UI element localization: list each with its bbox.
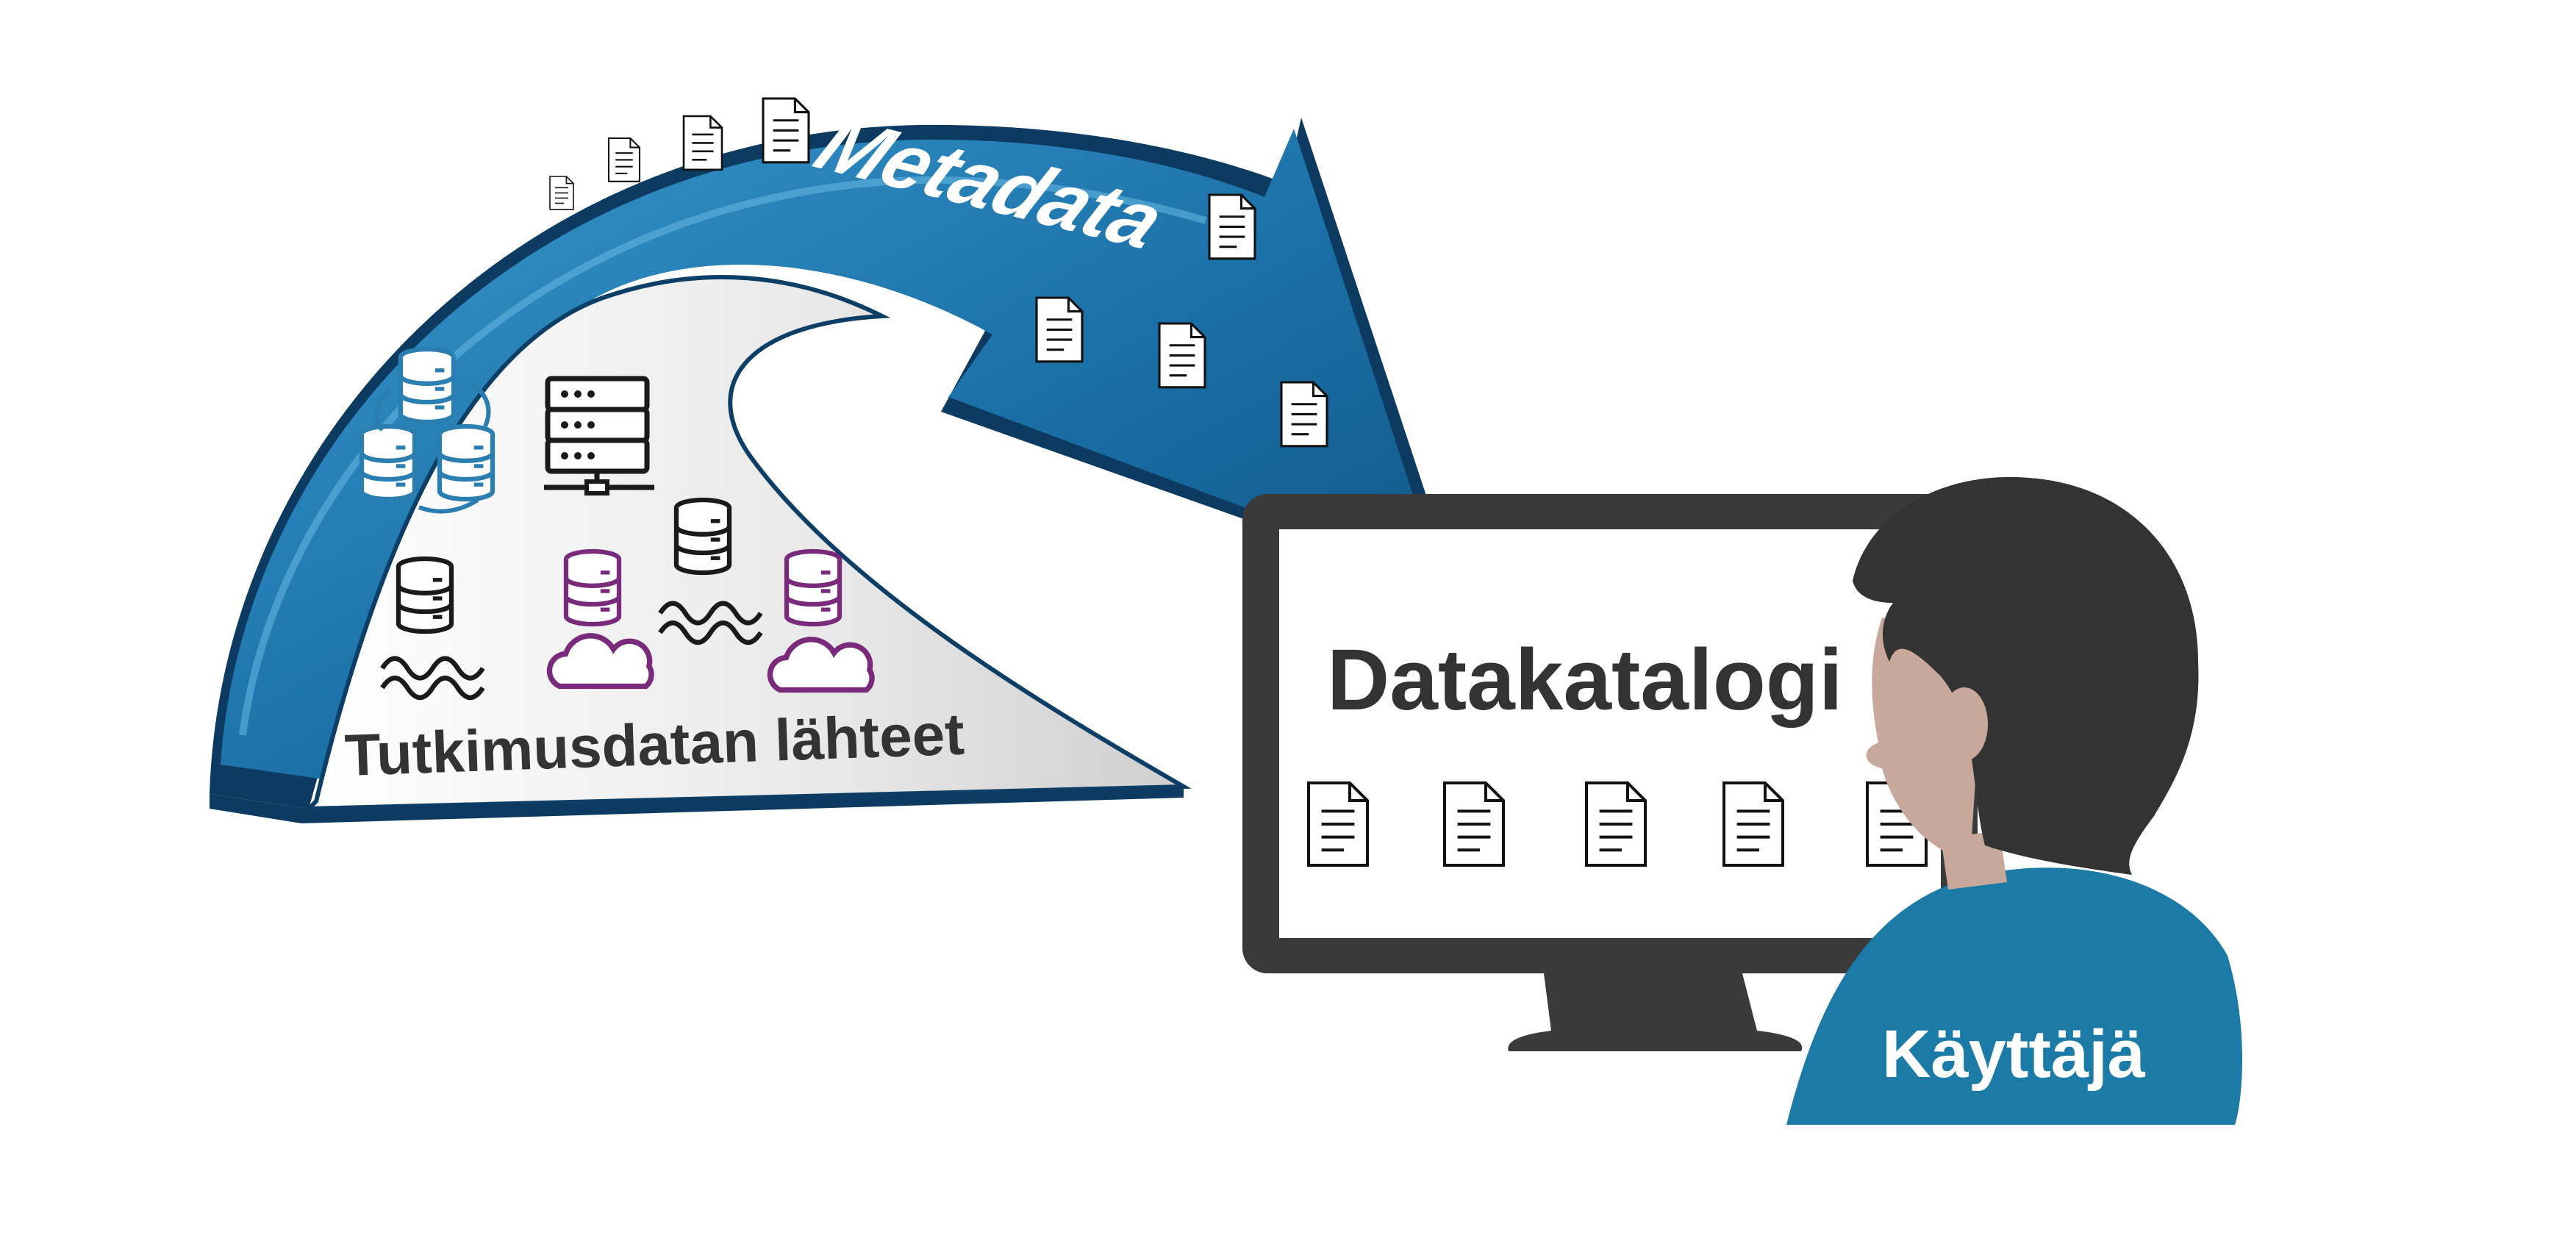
document-icon <box>682 115 723 171</box>
catalog-monitor <box>1242 494 1978 1051</box>
document-icon <box>1445 783 1503 865</box>
document-icon <box>607 137 641 182</box>
document-icon <box>1035 296 1084 363</box>
document-icon <box>1158 322 1206 389</box>
document-icon <box>762 97 810 164</box>
metadata-arrow <box>210 118 1459 809</box>
user-figure <box>1786 476 2242 1125</box>
replicated-databases-icon <box>362 349 493 514</box>
user-label: Käyttäjä <box>1882 1017 2146 1092</box>
document-icon <box>1280 381 1328 448</box>
server-rack-icon <box>544 376 654 495</box>
document-icon <box>1724 783 1783 865</box>
sources-area <box>210 275 1192 823</box>
data-source-icons <box>362 349 872 698</box>
document-icon <box>1208 193 1256 260</box>
document-icon <box>1309 783 1367 865</box>
catalog-label: Datakatalogi <box>1327 631 1843 729</box>
document-icon <box>549 176 574 210</box>
document-icon <box>1586 783 1645 865</box>
